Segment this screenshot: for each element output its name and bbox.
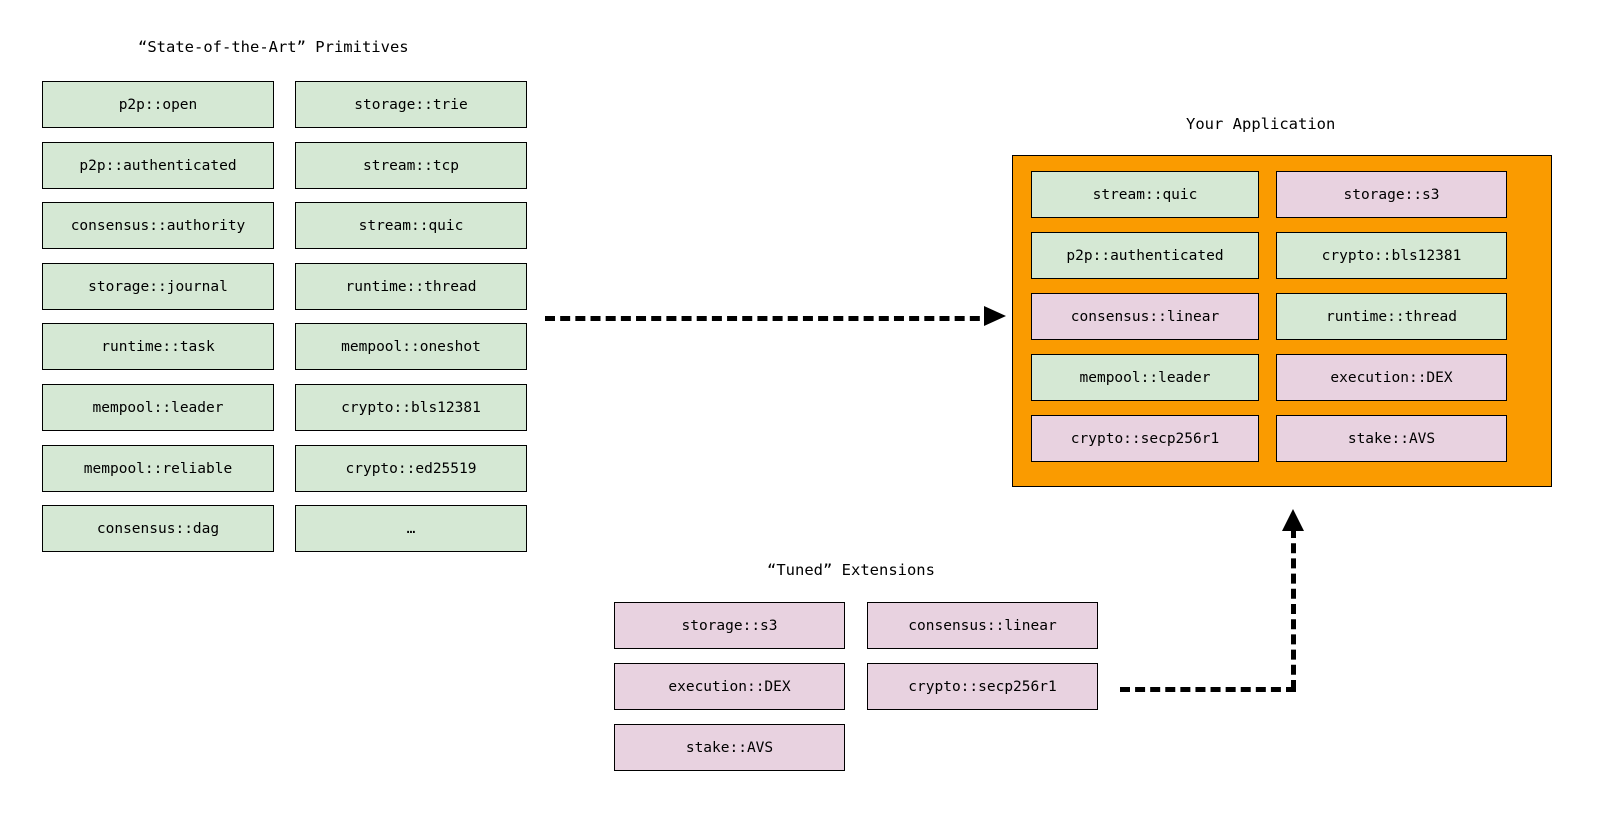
primitive-node[interactable]: runtime::thread: [295, 263, 527, 310]
node-label: consensus::authority: [70, 217, 246, 234]
application-node[interactable]: stake::AVS: [1276, 415, 1507, 462]
node-label: crypto::ed25519: [345, 460, 477, 477]
node-label: stream::tcp: [362, 157, 460, 174]
application-node[interactable]: crypto::bls12381: [1276, 232, 1507, 279]
node-label: stream::quic: [358, 217, 464, 234]
node-label: crypto::bls12381: [1321, 247, 1462, 264]
extensions-to-application-arrow-horizontal: [1120, 687, 1296, 692]
node-label: mempool::leader: [1079, 369, 1211, 386]
node-label: mempool::leader: [92, 399, 224, 416]
node-label: stake::AVS: [1347, 430, 1436, 447]
node-label: p2p::authenticated: [79, 157, 237, 174]
primitive-node[interactable]: p2p::authenticated: [42, 142, 274, 189]
node-label: …: [406, 520, 416, 537]
application-node[interactable]: execution::DEX: [1276, 354, 1507, 401]
node-label: runtime::thread: [345, 278, 477, 295]
primitive-node[interactable]: runtime::task: [42, 323, 274, 370]
node-label: storage::trie: [354, 96, 468, 113]
primitive-node[interactable]: p2p::open: [42, 81, 274, 128]
extension-node[interactable]: storage::s3: [614, 602, 845, 649]
application-node[interactable]: consensus::linear: [1031, 293, 1259, 340]
primitive-node[interactable]: crypto::ed25519: [295, 445, 527, 492]
node-label: execution::DEX: [1330, 369, 1453, 386]
extension-node[interactable]: crypto::secp256r1: [867, 663, 1098, 710]
node-label: consensus::linear: [908, 617, 1057, 634]
primitives-to-application-arrow-line: [545, 316, 995, 321]
node-label: storage::s3: [1343, 186, 1440, 203]
node-label: stream::quic: [1092, 186, 1198, 203]
application-section-title: Your Application: [1186, 115, 1336, 133]
primitive-node[interactable]: mempool::oneshot: [295, 323, 527, 370]
node-label: p2p::open: [118, 96, 198, 113]
primitive-node[interactable]: consensus::authority: [42, 202, 274, 249]
node-label: crypto::secp256r1: [908, 678, 1057, 695]
application-node[interactable]: mempool::leader: [1031, 354, 1259, 401]
node-label: storage::journal: [88, 278, 228, 295]
node-label: runtime::task: [101, 338, 215, 355]
node-label: stake::AVS: [685, 739, 774, 756]
node-label: consensus::linear: [1070, 308, 1220, 325]
primitive-node[interactable]: mempool::leader: [42, 384, 274, 431]
application-node[interactable]: runtime::thread: [1276, 293, 1507, 340]
primitive-node[interactable]: crypto::bls12381: [295, 384, 527, 431]
node-label: mempool::reliable: [83, 460, 233, 477]
primitive-node[interactable]: storage::trie: [295, 81, 527, 128]
node-label: runtime::thread: [1326, 308, 1457, 325]
primitive-node[interactable]: mempool::reliable: [42, 445, 274, 492]
node-label: crypto::bls12381: [341, 399, 481, 416]
node-label: execution::DEX: [668, 678, 791, 695]
application-node[interactable]: p2p::authenticated: [1031, 232, 1259, 279]
application-node[interactable]: storage::s3: [1276, 171, 1507, 218]
primitive-node[interactable]: consensus::dag: [42, 505, 274, 552]
application-node[interactable]: crypto::secp256r1: [1031, 415, 1259, 462]
extension-node[interactable]: stake::AVS: [614, 724, 845, 771]
node-label: consensus::dag: [96, 520, 220, 537]
primitive-node[interactable]: …: [295, 505, 527, 552]
extension-node[interactable]: execution::DEX: [614, 663, 845, 710]
extensions-to-application-arrowhead: [1282, 509, 1304, 531]
application-node[interactable]: stream::quic: [1031, 171, 1259, 218]
node-label: mempool::oneshot: [341, 338, 481, 355]
node-label: p2p::authenticated: [1066, 247, 1224, 264]
primitive-node[interactable]: stream::quic: [295, 202, 527, 249]
node-label: crypto::secp256r1: [1070, 430, 1220, 447]
extensions-section-title: “Tuned” Extensions: [767, 561, 935, 579]
primitive-node[interactable]: stream::tcp: [295, 142, 527, 189]
primitive-node[interactable]: storage::journal: [42, 263, 274, 310]
primitives-to-application-arrowhead: [984, 306, 1006, 326]
node-label: storage::s3: [681, 617, 778, 634]
extension-node[interactable]: consensus::linear: [867, 602, 1098, 649]
primitives-section-title: “State-of-the-Art” Primitives: [138, 38, 409, 56]
extensions-to-application-arrow-vertical: [1291, 528, 1296, 690]
